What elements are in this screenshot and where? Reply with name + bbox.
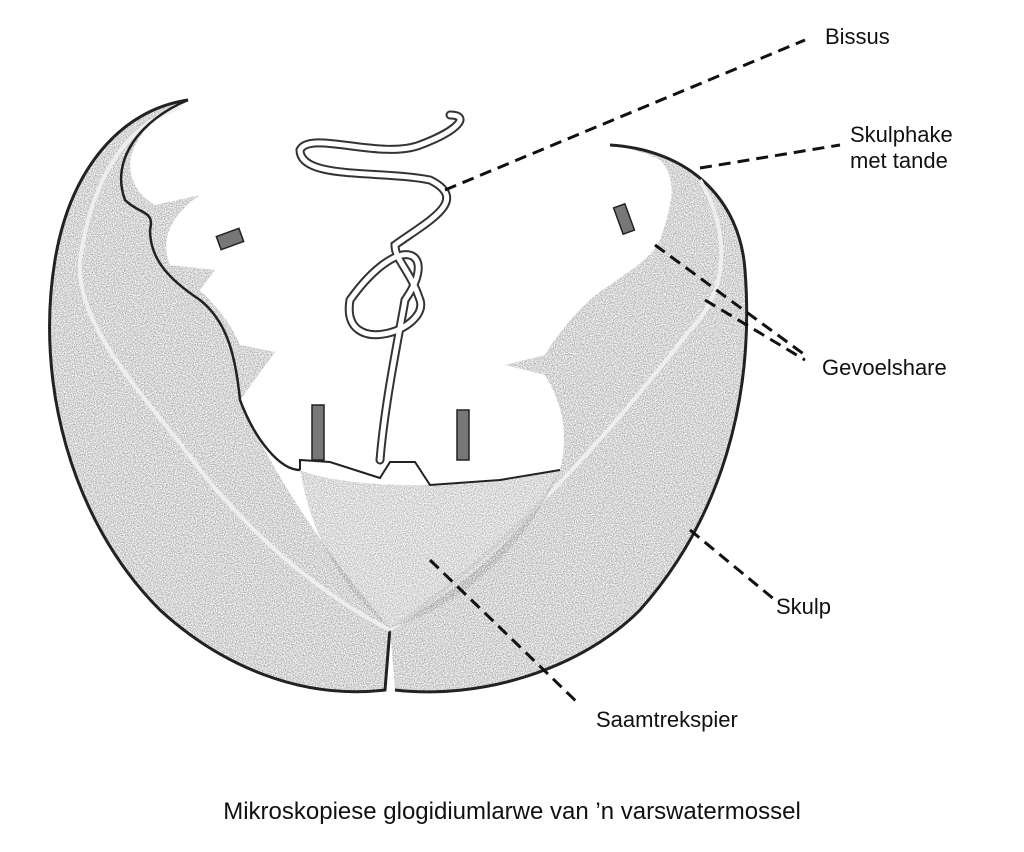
leader-gevoelshare-2: [704, 298, 806, 362]
leader-lines: [428, 38, 841, 707]
label-gevoelshare: Gevoelshare: [822, 355, 947, 380]
figure-caption: Mikroskopiese glogidiumlarwe van ’n vars…: [223, 798, 801, 825]
leader-bissus: [444, 38, 806, 192]
label-skulphake-line2: met tande: [850, 148, 948, 173]
leader-saamtrekspier: [428, 558, 582, 707]
right-shell-valve: [388, 143, 749, 694]
label-skulp: Skulp: [776, 594, 832, 619]
leader-gevoelshare-1: [654, 243, 806, 357]
label-skulphake-line1: Skulphake: [850, 122, 953, 147]
label-saamtrekspier: Saamtrekspier: [596, 707, 738, 732]
adductor-muscle: [300, 470, 560, 628]
sensory-hairs: [215, 202, 636, 461]
left-shell-valve: [48, 98, 392, 694]
leader-skulp: [689, 528, 776, 602]
label-bissus: Bissus: [825, 24, 890, 49]
leader-skulphake: [699, 143, 841, 170]
